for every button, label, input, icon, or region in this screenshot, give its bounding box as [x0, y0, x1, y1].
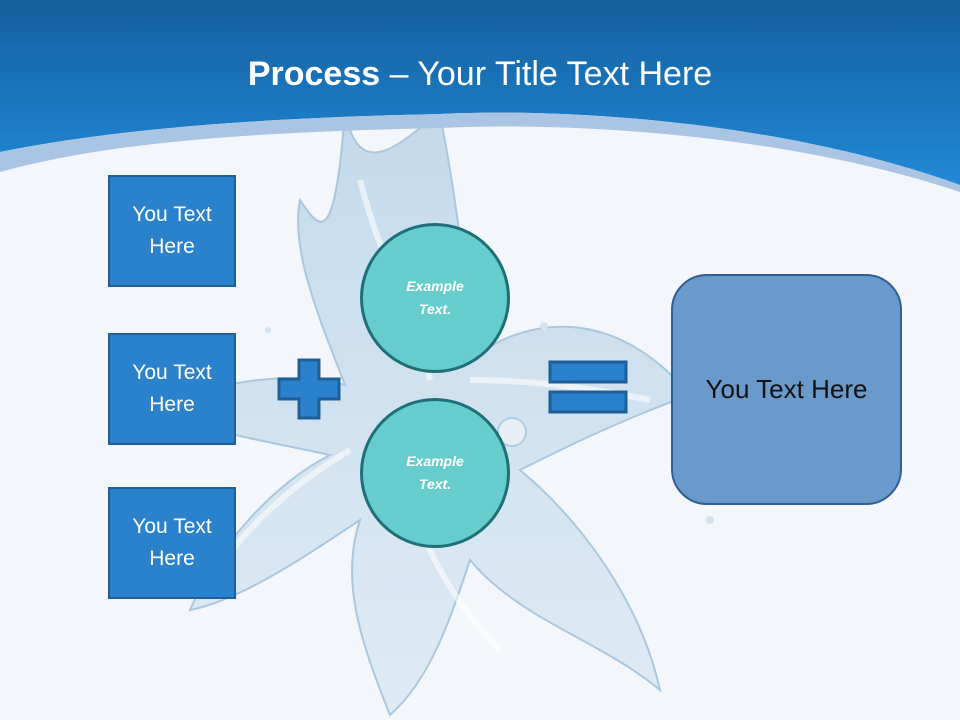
- input-box-3[interactable]: You Text Here: [108, 487, 236, 599]
- example-circle-1-label: Example Text.: [406, 278, 464, 317]
- input-box-2[interactable]: You Text Here: [108, 333, 236, 445]
- input-box-1[interactable]: You Text Here: [108, 175, 236, 287]
- result-box-label: You Text Here: [705, 374, 868, 404]
- slide-title: Process – Your Title Text Here: [0, 50, 960, 98]
- example-circle-2-label: Example Text.: [406, 453, 464, 492]
- title-rest: – Your Title Text Here: [380, 55, 713, 93]
- input-box-1-label: You Text Here: [132, 203, 212, 258]
- title-bold: Process: [247, 55, 381, 93]
- input-box-2-label: You Text Here: [132, 361, 212, 416]
- example-circle-2[interactable]: Example Text.: [360, 398, 510, 548]
- example-circle-1[interactable]: Example Text.: [360, 223, 510, 373]
- input-box-3-label: You Text Here: [132, 515, 212, 570]
- plus-icon: [277, 358, 341, 420]
- result-box[interactable]: You Text Here: [671, 274, 902, 505]
- header-band: [0, 0, 960, 185]
- header-wave-stripe: [0, 112, 960, 192]
- equals-icon: [548, 360, 628, 414]
